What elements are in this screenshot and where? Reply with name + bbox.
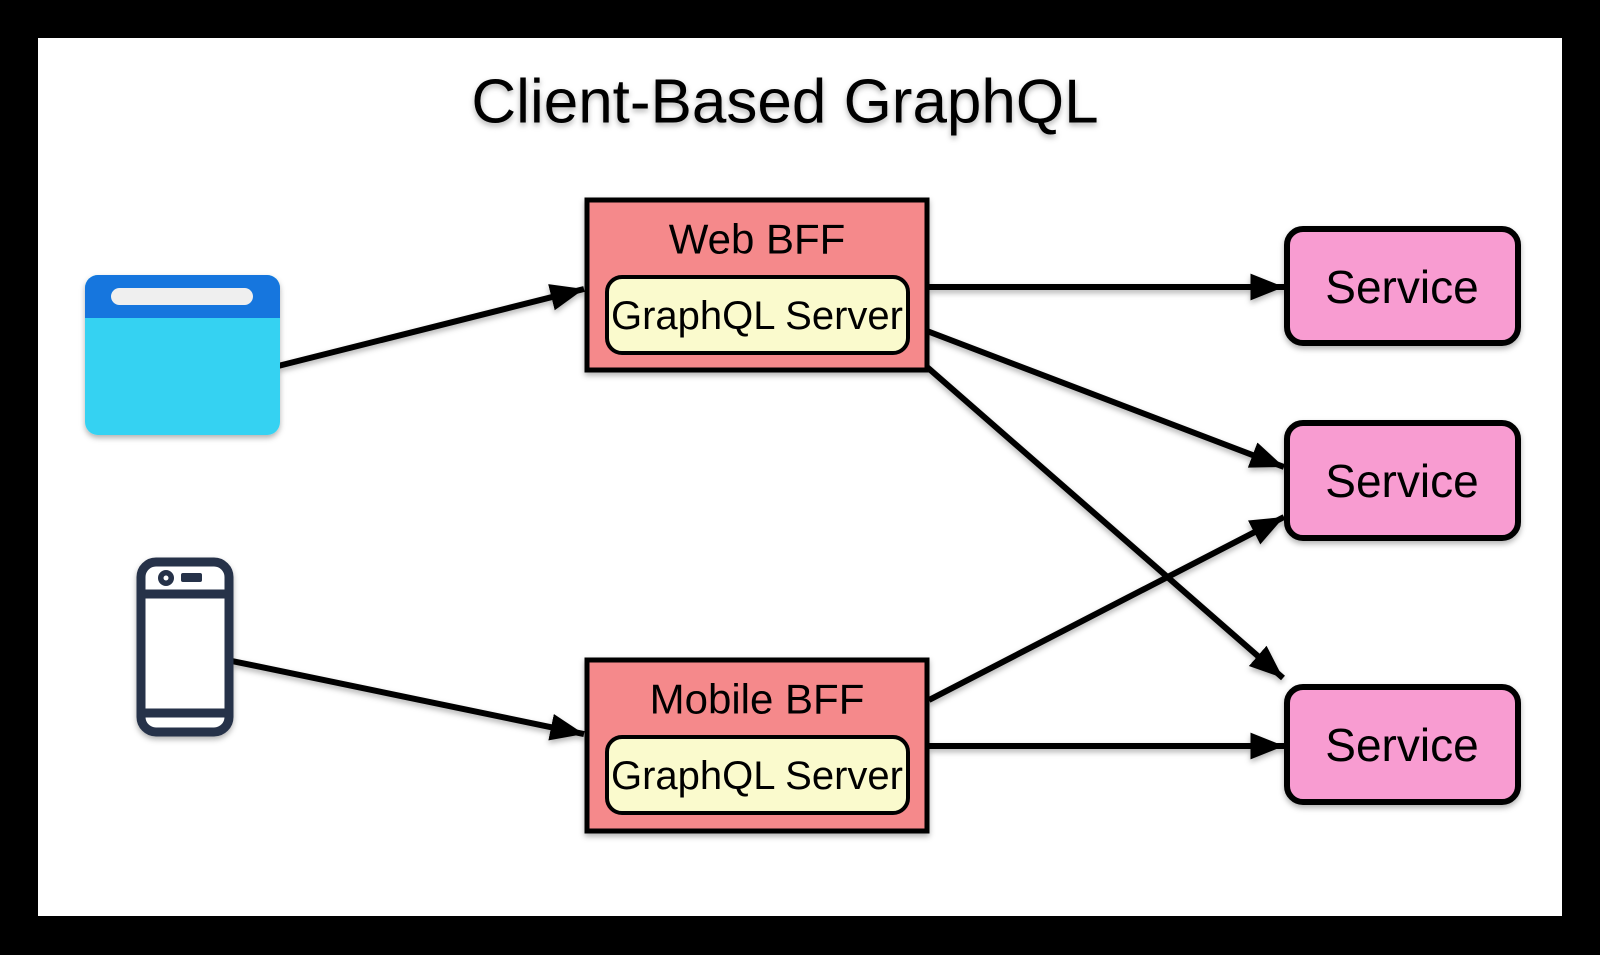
mobile-bff-label: Mobile BFF xyxy=(650,676,865,723)
service-node-1: Service xyxy=(1284,226,1521,346)
diagram-title: Client-Based GraphQL xyxy=(471,68,1098,137)
service-1-label: Service xyxy=(1325,261,1478,313)
service-2-label: Service xyxy=(1325,455,1478,507)
phone-speaker-bar xyxy=(181,573,202,582)
mobile-bff-graphql-server-box xyxy=(605,735,910,815)
edge-web-bff-to-service-3 xyxy=(925,364,1285,681)
service-node-3: Service xyxy=(1284,684,1521,805)
web-bff-label: Web BFF xyxy=(669,216,846,263)
edge-browser-to-web-bff xyxy=(277,284,585,369)
mobile-phone-icon xyxy=(136,557,234,737)
phone-outline xyxy=(136,557,234,737)
edge-mobile-bff-to-service-2 xyxy=(927,514,1286,703)
mobile-bff-graphql-server-label: GraphQL Server xyxy=(611,754,903,798)
service-3-label: Service xyxy=(1325,719,1478,771)
service-node-2: Service xyxy=(1284,420,1521,541)
browser-url-bar xyxy=(111,288,253,305)
service-2-box xyxy=(1284,420,1521,541)
edges xyxy=(231,273,1286,760)
web-browser-icon xyxy=(85,275,280,435)
edge-phone-to-mobile-bff xyxy=(231,658,585,741)
service-3-box xyxy=(1284,684,1521,805)
edge-web-bff-to-service-2 xyxy=(925,328,1286,470)
service-1-box xyxy=(1284,226,1521,346)
web-bff-node: Web BFF GraphQL Server xyxy=(584,197,930,373)
mobile-bff-node: Mobile BFF GraphQL Server xyxy=(584,657,930,834)
web-bff-graphql-server-label: GraphQL Server xyxy=(611,294,903,338)
web-bff-graphql-server-box xyxy=(605,275,910,355)
phone-camera-lens xyxy=(163,575,169,581)
